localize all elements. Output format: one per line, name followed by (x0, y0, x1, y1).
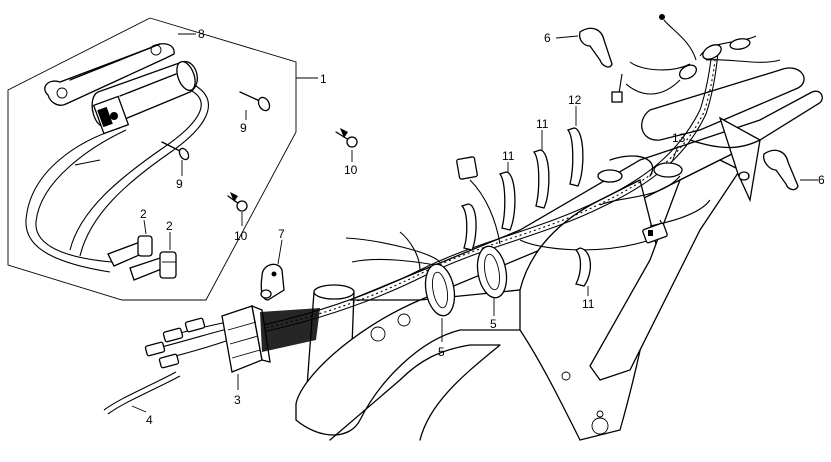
coil-mounting-bracket (44, 43, 175, 106)
connector-block (221, 304, 320, 373)
callout-4: 4 (146, 413, 153, 427)
callout-8: 8 (198, 27, 205, 41)
callout-10b: 10 (234, 229, 248, 243)
screw-upper (335, 128, 358, 148)
callout-11a: 11 (536, 117, 549, 131)
ignition-coil-group (7, 17, 318, 301)
cable-bracket (260, 263, 285, 301)
callouts: 1 2 2 3 4 5 5 6 6 7 8 9 9 10 10 11 11 11… (140, 27, 825, 427)
harness-main-b (243, 51, 719, 337)
callout-9b: 9 (176, 177, 183, 191)
callout-12: 12 (568, 93, 582, 107)
callout-11b: 11 (502, 149, 515, 163)
callout-10a: 10 (344, 163, 358, 177)
ht-lead-b (35, 129, 127, 263)
callout-2a: 2 (140, 207, 147, 221)
harness-band-right (476, 245, 508, 299)
callout-6a: 6 (544, 31, 551, 45)
callout-13: 13 (672, 131, 686, 145)
rear-frame (641, 67, 805, 141)
spark-plug-cap-b (129, 251, 177, 281)
bolt-upper (239, 91, 271, 112)
rear-stay (589, 159, 741, 381)
callout-5b: 5 (490, 317, 497, 331)
screw-lower (227, 192, 248, 212)
frame (295, 67, 823, 441)
callout-1: 1 (320, 72, 327, 86)
harness-main-a (239, 49, 713, 331)
callout-6b: 6 (818, 173, 825, 187)
callout-11c: 11 (582, 297, 595, 311)
callout-3: 3 (234, 393, 241, 407)
ht-lead-c (69, 89, 202, 251)
leader-lines (131, 35, 818, 413)
callout-5a: 5 (438, 345, 445, 359)
connector-right (642, 222, 668, 244)
wire-clamp-top (578, 27, 613, 68)
wire-clamp-right (763, 149, 799, 191)
harness-clips (460, 127, 683, 287)
callout-9a: 9 (240, 121, 247, 135)
ht-lead-d (79, 85, 209, 257)
callout-7: 7 (278, 227, 285, 241)
down-tube (295, 289, 542, 436)
callout-2b: 2 (166, 219, 173, 233)
ht-lead-a (25, 127, 121, 273)
spark-plug-cap-a (107, 235, 153, 267)
harness-band-left (424, 263, 456, 317)
wire-harness (144, 14, 781, 369)
connector-upper (456, 156, 478, 180)
bolt-lower (161, 141, 190, 161)
group-frame (7, 17, 297, 301)
wire-lead (103, 371, 177, 411)
